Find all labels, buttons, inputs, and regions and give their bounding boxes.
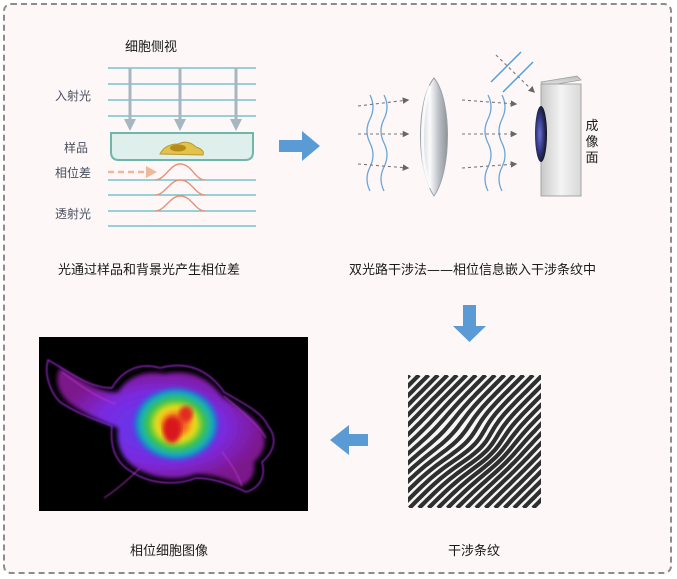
arrow-to-fringes [453, 305, 486, 342]
fringe-line [531, 497, 541, 508]
fringe-line [408, 375, 487, 457]
fringe-line [436, 402, 541, 508]
fringe-line [493, 459, 541, 508]
imaging-plane-label: 成像面 [585, 119, 599, 166]
fringe-line [408, 375, 506, 475]
transmitted-light-label: 透射光 [55, 207, 92, 221]
arrow-to-phase-image [330, 425, 368, 455]
cell-side-view-title: 细胞侧视 [125, 40, 178, 55]
fringe-line [408, 375, 535, 503]
fringe-line [408, 375, 440, 409]
fringe-line [408, 375, 449, 418]
fringe-line [543, 375, 676, 508]
fringe-line [408, 375, 468, 438]
fringe-line [552, 375, 677, 508]
fringe-line [503, 468, 541, 508]
fringe-line [427, 392, 541, 508]
fringe-line [474, 440, 541, 508]
fringe-line [417, 383, 541, 508]
incident-light-label: 入射光 [55, 89, 92, 103]
fringe-line [408, 375, 497, 466]
fringes-caption: 干涉条纹 [448, 544, 501, 559]
fringe-line [455, 421, 541, 508]
fringe-line [408, 375, 516, 485]
panel1-caption: 光通过样品和背景光产生相位差 [58, 263, 241, 278]
fringe-line [571, 375, 677, 508]
sample-label: 样品 [64, 141, 89, 155]
fringe-line [465, 430, 541, 508]
fringe-line [484, 449, 541, 508]
fringe-line [512, 478, 541, 508]
fringe-line [408, 375, 478, 448]
fringe-line [446, 411, 541, 508]
panel2-caption: 双光路干涉法——相位信息嵌入干涉条纹中 [349, 263, 597, 278]
fringe-line [522, 487, 541, 508]
phase-difference-label: 相位差 [55, 166, 92, 180]
fringe-line [408, 375, 541, 508]
fringe-line [408, 375, 525, 494]
arrow-to-interference [279, 131, 320, 161]
fringe-line [562, 375, 677, 508]
cell-side-view [108, 67, 256, 227]
phase-cell-image [39, 337, 308, 511]
interference-fringes [408, 375, 677, 508]
phase-image-caption: 相位细胞图像 [130, 544, 209, 559]
fringe-line [408, 375, 459, 428]
interference-setup [357, 51, 582, 197]
